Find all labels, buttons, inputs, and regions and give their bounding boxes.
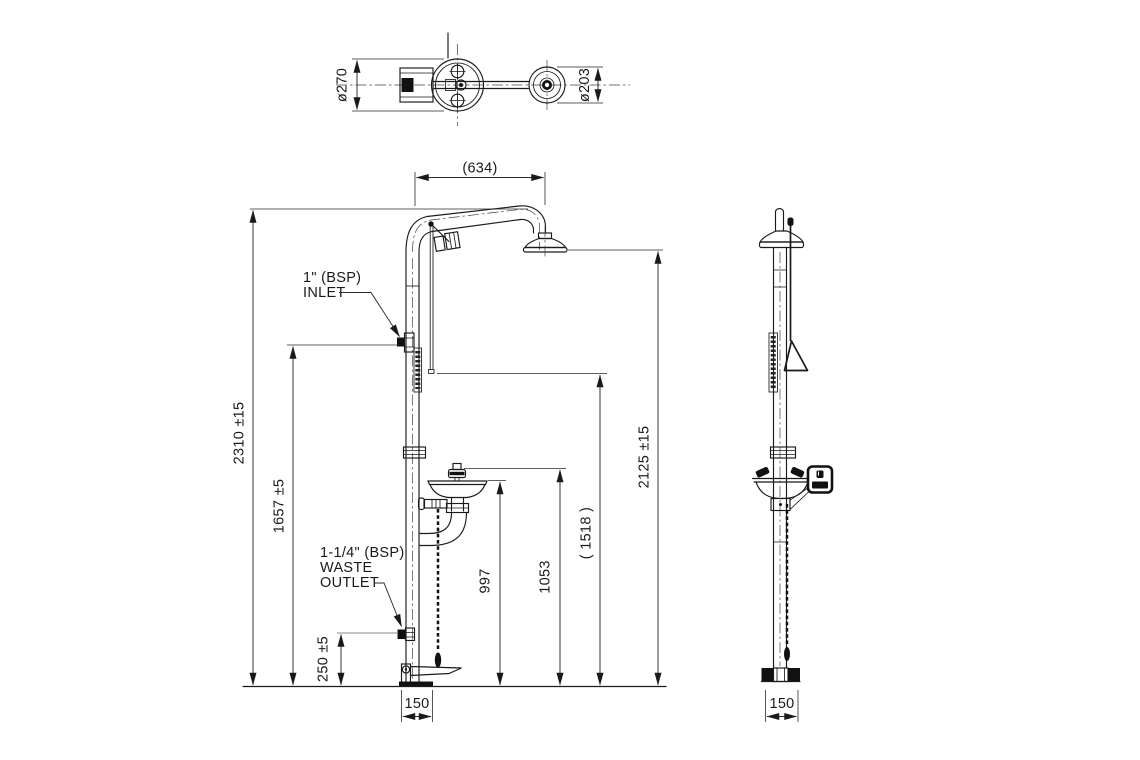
side-pole-label-band [768, 332, 778, 393]
dim-eyewash-head-height: 1053 [464, 468, 566, 686]
waste-label-line3: OUTLET [320, 575, 379, 591]
side-shower-head [758, 230, 805, 249]
eyewash-valve [417, 497, 448, 511]
dim-base-width-side: 150 [765, 690, 799, 722]
front-base-plate [399, 681, 433, 686]
dim-text-waste-outlet-height: 250 ±5 [316, 636, 332, 682]
hand-icon [816, 470, 824, 478]
dim-text-head-diameter: ø203 [577, 68, 593, 102]
side-base [760, 667, 801, 683]
dim-text-pull-rod-height: ( 1518 ) [579, 507, 595, 559]
waste-leader-line [375, 582, 402, 627]
front-pole [405, 251, 420, 684]
eyewash-spray-cap [452, 462, 462, 471]
dim-text-base-width-front: 150 [404, 696, 429, 712]
callout-inlet: 1" (BSP) INLET [303, 270, 400, 337]
front-shower-arm [405, 205, 547, 253]
pull-rod-knob [787, 217, 794, 226]
dim-text-showerhead-height: 2125 ±15 [637, 426, 653, 489]
dim-text-eyewash-head-height: 1053 [538, 560, 554, 593]
dim-inlet-height: 1657 ±5 [272, 344, 399, 686]
front-arm-union-nuts [433, 231, 461, 252]
side-pull-rod [783, 217, 809, 372]
dim-text-bowl-rim-height: 997 [478, 568, 494, 593]
inlet-label-line1: 1" (BSP) [303, 270, 361, 286]
front-eyewash-assembly [417, 462, 488, 668]
dim-base-width-front: 150 [401, 690, 433, 722]
inlet-label-line2: INLET [303, 285, 346, 301]
side-chain-weight [784, 647, 790, 661]
dim-head-diameter: ø203 [557, 66, 603, 104]
plan-arm-pipe [432, 80, 530, 90]
dim-text-inlet-height: 1657 ±5 [272, 479, 288, 533]
plan-eyewash-bowl [430, 58, 485, 112]
front-pole-label-band [413, 347, 422, 393]
dim-pull-rod-height: ( 1518 ) [437, 373, 607, 686]
eyewash-drain-elbow [419, 511, 468, 547]
top-view: ø270 ø203 [335, 32, 630, 126]
dim-waste-outlet-height: 250 ±5 [316, 632, 397, 686]
side-top-pipe [774, 208, 785, 232]
push-plate [806, 465, 834, 494]
dim-text-arm-reach: (634) [462, 161, 497, 177]
side-eyewash-assembly [751, 465, 834, 661]
front-waste-outlet-fitting [397, 627, 416, 642]
dim-arm-reach: (634) [414, 161, 546, 206]
side-pole-union [769, 446, 797, 459]
front-view: (634) 2310 ±15 1657 ±5 250 ±5 997 [232, 161, 667, 722]
inlet-leader-line [339, 292, 400, 337]
push-plate-text-band [812, 481, 828, 489]
waste-label-line1: 1-1/4" (BSP) [320, 545, 405, 561]
plan-valve-bracket [399, 67, 434, 103]
waste-label-line2: WASTE [320, 560, 373, 576]
eyewash-nozzle-right [790, 467, 805, 478]
pull-handle-triangle [783, 340, 809, 372]
dim-text-overall-height: 2310 ±15 [232, 402, 248, 465]
front-pole-union [402, 446, 427, 459]
dim-bowl-rim-height: 997 [478, 480, 506, 686]
callout-waste-outlet: 1-1/4" (BSP) WASTE OUTLET [320, 545, 405, 627]
side-view: 150 [751, 208, 834, 722]
dim-bowl-diameter: ø270 [335, 58, 444, 112]
eyewash-bowl [427, 480, 488, 499]
dim-showerhead-height: 2125 ±15 [568, 249, 663, 686]
front-foot-pedal [399, 663, 462, 686]
dim-overall-height: 2310 ±15 [232, 208, 528, 686]
front-inlet-fitting [397, 332, 415, 353]
front-pull-rod [428, 221, 450, 374]
dim-text-bowl-diameter: ø270 [335, 68, 351, 102]
front-shower-head [522, 226, 568, 259]
chain-weight [434, 652, 442, 668]
eyewash-nozzle-left [755, 467, 770, 478]
plan-shower-head [528, 66, 566, 104]
dim-text-base-width-side: 150 [769, 696, 794, 712]
